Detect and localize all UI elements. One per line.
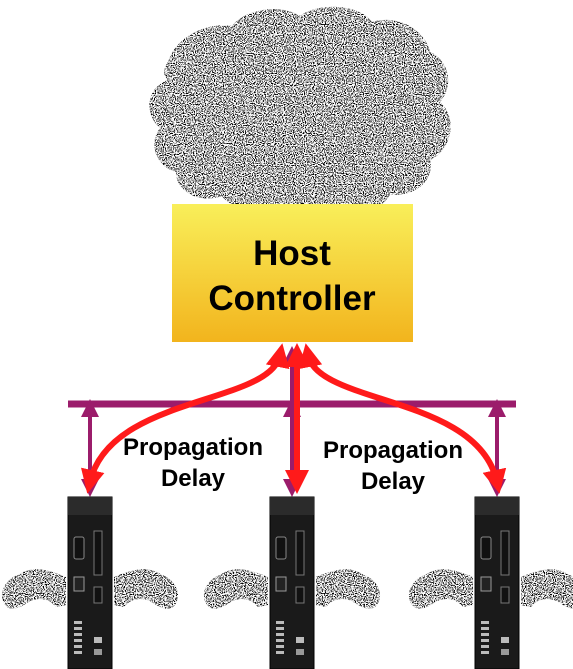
delay-label-right: Propagation Delay: [323, 437, 463, 495]
host-controller-title-line2: Controller: [208, 279, 376, 318]
delay-label-left: Propagation Delay: [123, 434, 263, 492]
signal-arrow-right: [298, 343, 507, 494]
host-controller-box: Host Controller: [172, 204, 413, 342]
svg-text:Propagation: Propagation: [323, 437, 463, 464]
device-center-servo-drive-icon: [203, 496, 381, 669]
cable-icon: [408, 569, 573, 609]
signal-arrows: [81, 343, 507, 494]
svg-text:Propagation: Propagation: [123, 434, 263, 461]
device-left-servo-drive-icon: [1, 496, 179, 669]
svg-text:Delay: Delay: [161, 465, 226, 492]
cable-icon: [203, 569, 381, 609]
network-bus: [68, 346, 516, 497]
device-right-servo-drive-icon: [408, 496, 573, 669]
signal-arrow-left: [81, 343, 290, 494]
network-cloud-icon: [149, 6, 451, 213]
cable-icon: [1, 569, 179, 609]
svg-text:Delay: Delay: [361, 468, 426, 495]
host-controller-title-line1: Host: [253, 234, 331, 273]
